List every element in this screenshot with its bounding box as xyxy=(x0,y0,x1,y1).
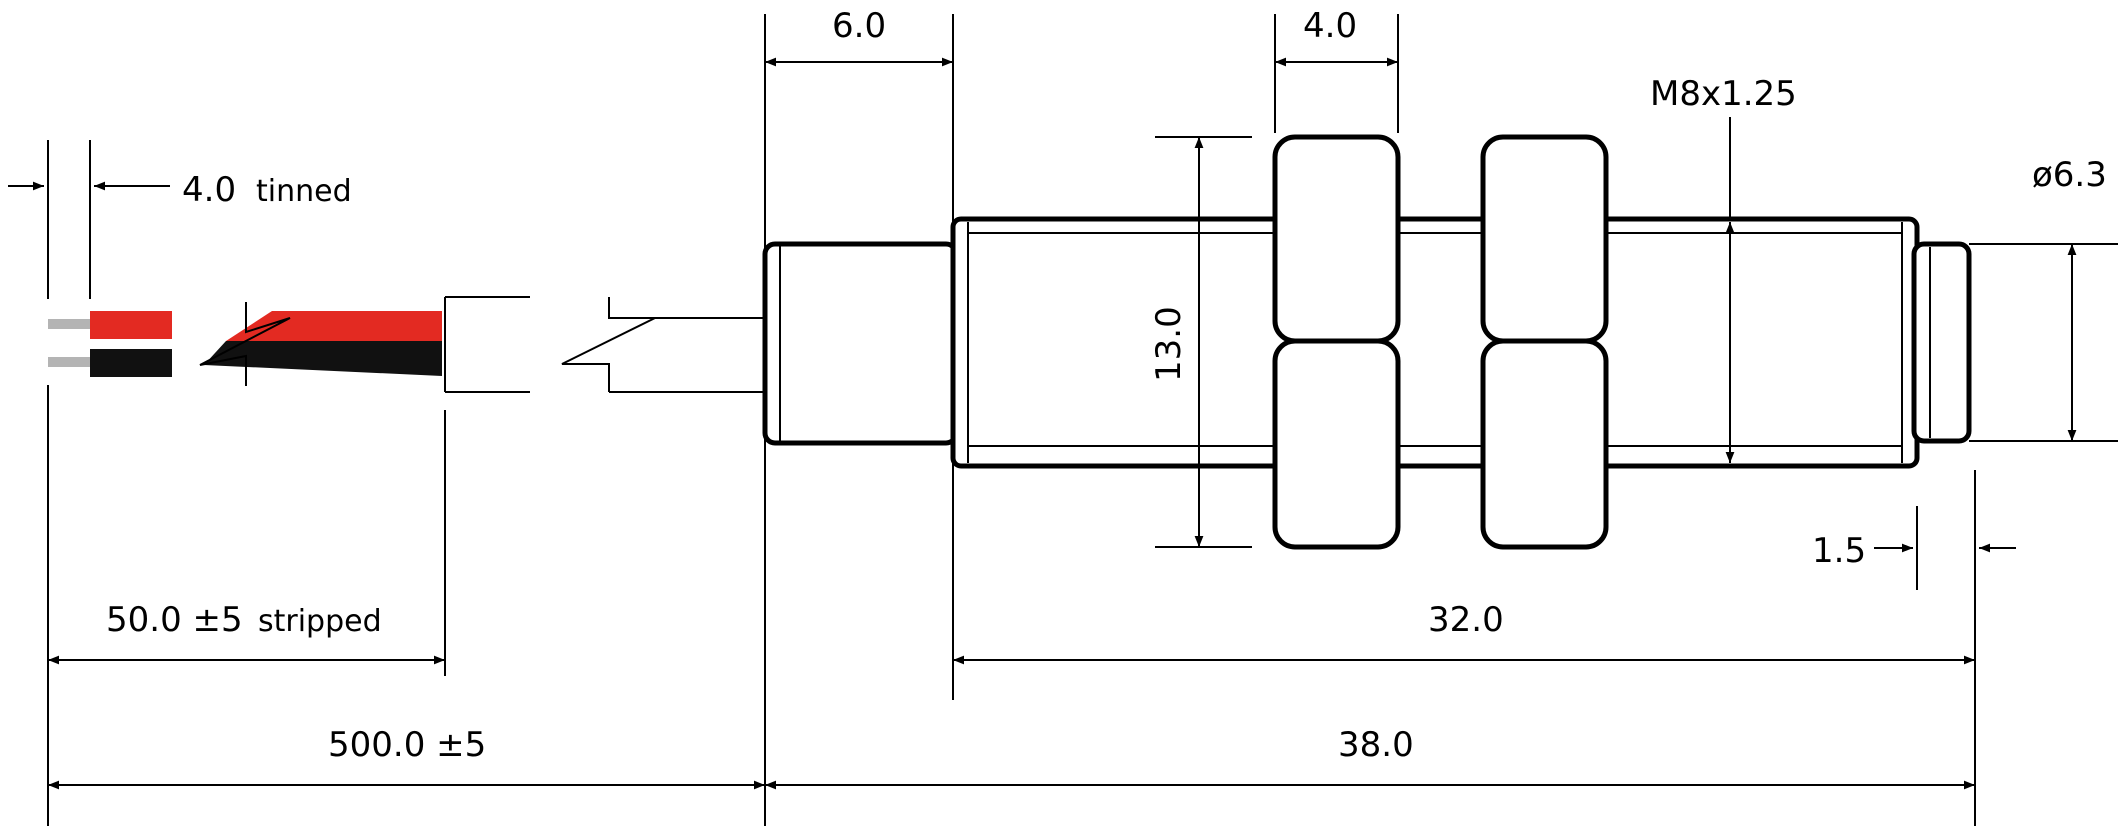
tinned-tip-black xyxy=(48,357,90,367)
dimension-lines xyxy=(8,57,2077,790)
nut-left xyxy=(1272,134,1401,550)
label-strip-note: tinned xyxy=(256,174,352,209)
threaded-body xyxy=(950,216,1920,469)
wire-red-left xyxy=(90,311,172,339)
sensing-tip xyxy=(1911,241,1972,444)
wire-red-right xyxy=(226,311,442,341)
collar xyxy=(762,241,959,446)
extension-lines xyxy=(47,14,2118,826)
label-tip-diameter: ø6.3 xyxy=(2032,155,2107,195)
label-overall-length: 38.0 xyxy=(1338,725,1414,765)
label-cable-length: 500.0 ±5 xyxy=(328,725,486,765)
wire-black-left xyxy=(90,349,172,377)
label-nut-height: 13.0 xyxy=(1149,306,1189,382)
label-threaded-length: 32.0 xyxy=(1428,600,1504,640)
label-stripped-note: stripped xyxy=(258,604,382,639)
sensor-housing xyxy=(762,216,1972,469)
wire-group xyxy=(48,302,442,386)
tinned-tip-red xyxy=(48,319,90,329)
cable-break-line xyxy=(561,297,656,392)
nut-right xyxy=(1480,134,1609,550)
label-collar-length: 6.0 xyxy=(832,6,886,46)
label-stripped-length: 50.0 ±5 xyxy=(106,600,243,640)
cable-jacket xyxy=(444,296,770,393)
dimension-labels: 4.0 tinned 50.0 ±5 stripped 500.0 ±5 38.… xyxy=(106,6,2107,765)
label-thread-spec: M8x1.25 xyxy=(1650,74,1797,114)
label-strip-length: 4.0 xyxy=(182,170,236,210)
label-nut-width: 4.0 xyxy=(1303,6,1357,46)
label-tip-length: 1.5 xyxy=(1812,531,1866,571)
wire-break-line xyxy=(199,302,291,386)
wire-black-right xyxy=(204,341,442,376)
